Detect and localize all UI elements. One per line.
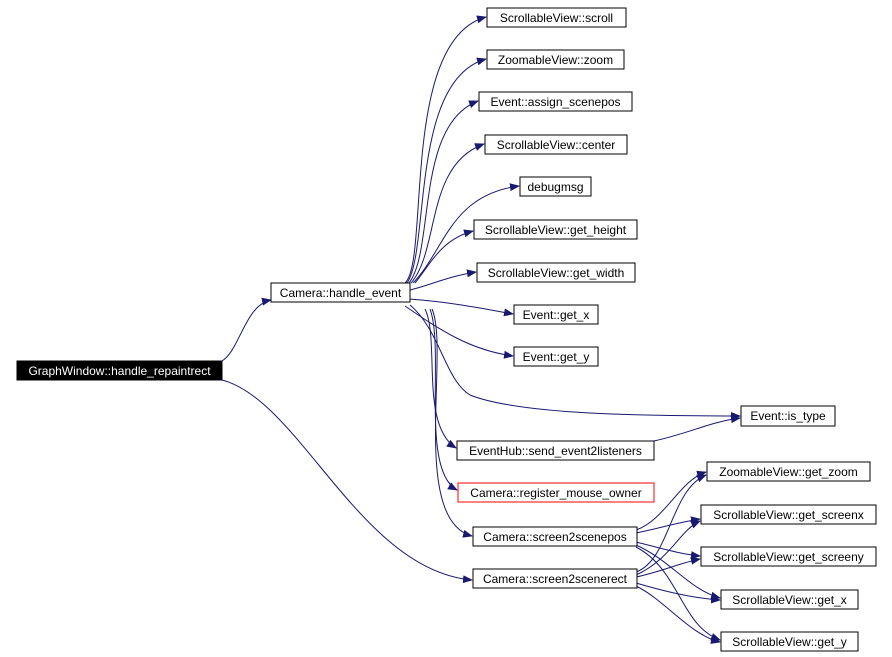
node-label: ZoomableView::get_zoom bbox=[719, 465, 858, 479]
node-label: GraphWindow::handle_repaintrect bbox=[28, 364, 211, 378]
node-label: Camera::handle_event bbox=[280, 286, 402, 300]
edge-handle-event-to-debugmsg bbox=[412, 183, 520, 284]
node-eventhub-send-event2listeners[interactable]: EventHub::send_event2listeners bbox=[456, 440, 655, 461]
edge-screen2scenerect-to-sv-get-y bbox=[635, 585, 721, 644]
node-scrollableview-get-x[interactable]: ScrollableView::get_x bbox=[720, 589, 859, 610]
node-label: Event::get_y bbox=[523, 350, 590, 364]
node-scrollableview-center[interactable]: ScrollableView::center bbox=[484, 134, 628, 155]
node-label: Event::assign_scenepos bbox=[490, 95, 620, 109]
node-label: ScrollableView::get_screeny bbox=[713, 550, 864, 564]
node-label: ScrollableView::scroll bbox=[500, 11, 613, 25]
edge-handle-event-to-send-event2listeners bbox=[424, 308, 457, 449]
node-label: ScrollableView::get_width bbox=[488, 266, 625, 280]
edge-screen2scenerect-to-get-screenx bbox=[635, 520, 701, 576]
node-debugmsg[interactable]: debugmsg bbox=[519, 176, 592, 197]
edge-handle-event-to-zoom bbox=[406, 57, 487, 284]
edges bbox=[221, 15, 741, 644]
node-zoomableview-get-zoom[interactable]: ZoomableView::get_zoom bbox=[706, 461, 871, 482]
node-label: ScrollableView::get_height bbox=[485, 223, 627, 237]
node-camera-screen2scenerect[interactable]: Camera::screen2scenerect bbox=[472, 568, 638, 589]
node-label: ScrollableView::center bbox=[497, 138, 616, 152]
node-scrollableview-scroll[interactable]: ScrollableView::scroll bbox=[486, 7, 627, 28]
edge-handle-event-to-scroll bbox=[404, 15, 487, 284]
node-zoomableview-zoom[interactable]: ZoomableView::zoom bbox=[486, 49, 625, 70]
edge-screen2scenepos-to-sv-get-y bbox=[635, 546, 721, 641]
edge-screen2scenepos-to-sv-get-x bbox=[635, 544, 721, 600]
node-scrollableview-get-width[interactable]: ScrollableView::get_width bbox=[476, 262, 636, 283]
edge-root-to-handle-event bbox=[221, 297, 272, 362]
node-scrollableview-get-y[interactable]: ScrollableView::get_y bbox=[720, 631, 859, 652]
edge-handle-event-to-register-mouse-owner bbox=[429, 308, 458, 491]
nodes: GraphWindow::handle_repaintrect Camera::… bbox=[16, 7, 877, 652]
node-scrollableview-get-height[interactable]: ScrollableView::get_height bbox=[473, 219, 638, 240]
edge-handle-event-to-get-width bbox=[409, 269, 477, 291]
edge-send-event2listeners-to-is-type bbox=[653, 415, 741, 442]
edge-handle-event-to-get-height bbox=[414, 229, 474, 284]
node-label: EventHub::send_event2listeners bbox=[469, 444, 642, 458]
node-event-get-x[interactable]: Event::get_x bbox=[513, 304, 599, 325]
edge-root-to-screen2scenerect bbox=[221, 379, 473, 584]
node-camera-register-mouse-owner[interactable]: Camera::register_mouse_owner bbox=[457, 482, 655, 503]
edge-screen2scenerect-to-sv-get-x bbox=[635, 582, 721, 604]
node-event-get-y[interactable]: Event::get_y bbox=[513, 346, 599, 367]
edge-screen2scenerect-to-get-zoom bbox=[635, 474, 707, 573]
node-scrollableview-get-screenx[interactable]: ScrollableView::get_screenx bbox=[700, 504, 877, 525]
node-camera-handle-event[interactable]: Camera::handle_event bbox=[270, 282, 411, 303]
node-label: Event::is_type bbox=[750, 409, 826, 423]
node-label: ScrollableView::get_screenx bbox=[713, 508, 864, 522]
node-label: debugmsg bbox=[527, 180, 583, 194]
node-label: Camera::screen2scenerect bbox=[483, 572, 628, 586]
node-label: ScrollableView::get_x bbox=[732, 593, 847, 607]
node-label: ScrollableView::get_y bbox=[732, 635, 847, 649]
node-graphwindow-handle-repaintrect[interactable]: GraphWindow::handle_repaintrect bbox=[16, 360, 223, 381]
node-scrollableview-get-screeny[interactable]: ScrollableView::get_screeny bbox=[700, 546, 877, 567]
node-event-is-type[interactable]: Event::is_type bbox=[740, 405, 836, 427]
node-label: ZoomableView::zoom bbox=[498, 53, 613, 67]
node-label: Camera::screen2scenepos bbox=[483, 530, 626, 544]
edge-handle-event-to-screen2scenepos bbox=[431, 308, 473, 538]
edge-handle-event-to-center bbox=[410, 143, 485, 284]
node-label: Camera::register_mouse_owner bbox=[470, 486, 641, 500]
edge-handle-event-to-ev-get-y bbox=[404, 305, 514, 359]
node-event-assign-scenepos[interactable]: Event::assign_scenepos bbox=[478, 91, 633, 112]
node-camera-screen2scenepos[interactable]: Camera::screen2scenepos bbox=[472, 526, 638, 547]
edge-handle-event-to-assign-scenepos bbox=[408, 100, 479, 284]
edge-screen2scenerect-to-get-screeny bbox=[635, 556, 701, 578]
edge-handle-event-to-ev-get-x bbox=[408, 298, 514, 317]
edge-screen2scenepos-to-get-screeny bbox=[635, 541, 701, 560]
node-label: Event::get_x bbox=[523, 308, 590, 322]
